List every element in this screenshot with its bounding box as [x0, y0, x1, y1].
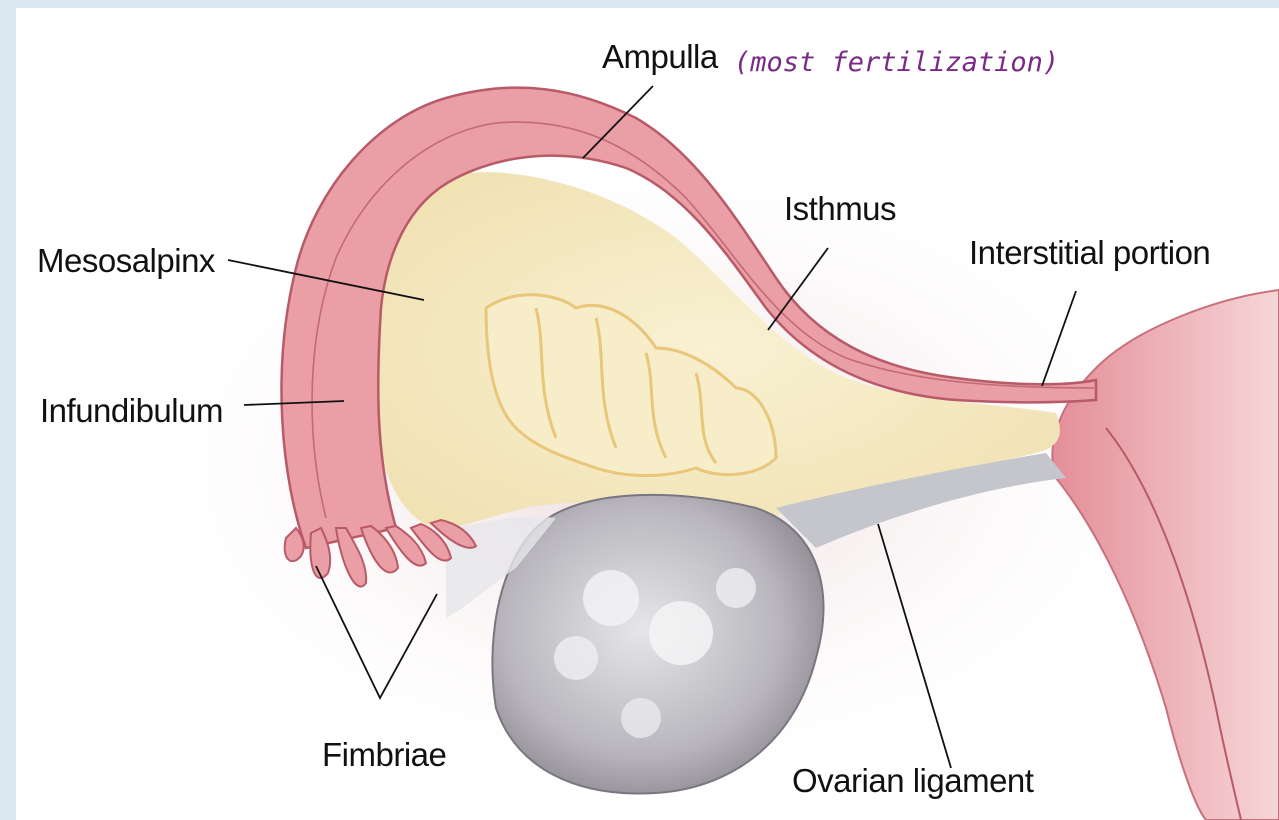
label-infundibulum: Infundibulum: [40, 392, 223, 429]
label-ampulla-note: (most fertilization): [734, 47, 1059, 78]
fimbriae-fingers: [283, 518, 478, 588]
leader-fimbriae: [315, 565, 438, 700]
follicle: [554, 636, 598, 680]
follicle: [621, 698, 661, 738]
ovarian-ligament-shape: [776, 453, 1066, 548]
label-ampulla: Ampulla: [602, 38, 719, 75]
uterus-shape: [1051, 288, 1279, 820]
label-mesosalpinx: Mesosalpinx: [37, 242, 216, 279]
fallopian-tube-shape: [280, 86, 1098, 550]
leader-mesosalpinx: [227, 259, 425, 301]
label-ovarian-ligament: Ovarian ligament: [792, 762, 1034, 799]
diagram-frame: Ampulla (most fertilization) Isthmus Int…: [16, 8, 1279, 820]
epoophoron-lines: [534, 307, 718, 464]
uterus-inner-line: [1105, 427, 1242, 820]
fallopian-tube-diagram: Ampulla (most fertilization) Isthmus Int…: [37, 38, 1279, 820]
leader-infundibulum: [243, 400, 345, 406]
follicle: [716, 568, 756, 608]
tube-inner-line: [311, 121, 1097, 519]
leader-ampulla: [582, 85, 654, 159]
label-interstitial: Interstitial portion: [969, 234, 1210, 271]
follicle: [649, 601, 713, 665]
leader-interstitial: [1041, 290, 1077, 387]
leader-ovarian-ligament: [877, 523, 952, 769]
label-fimbriae: Fimbriae: [322, 736, 446, 773]
leader-isthmus: [767, 247, 829, 331]
follicle: [583, 570, 639, 626]
label-isthmus: Isthmus: [784, 190, 896, 227]
